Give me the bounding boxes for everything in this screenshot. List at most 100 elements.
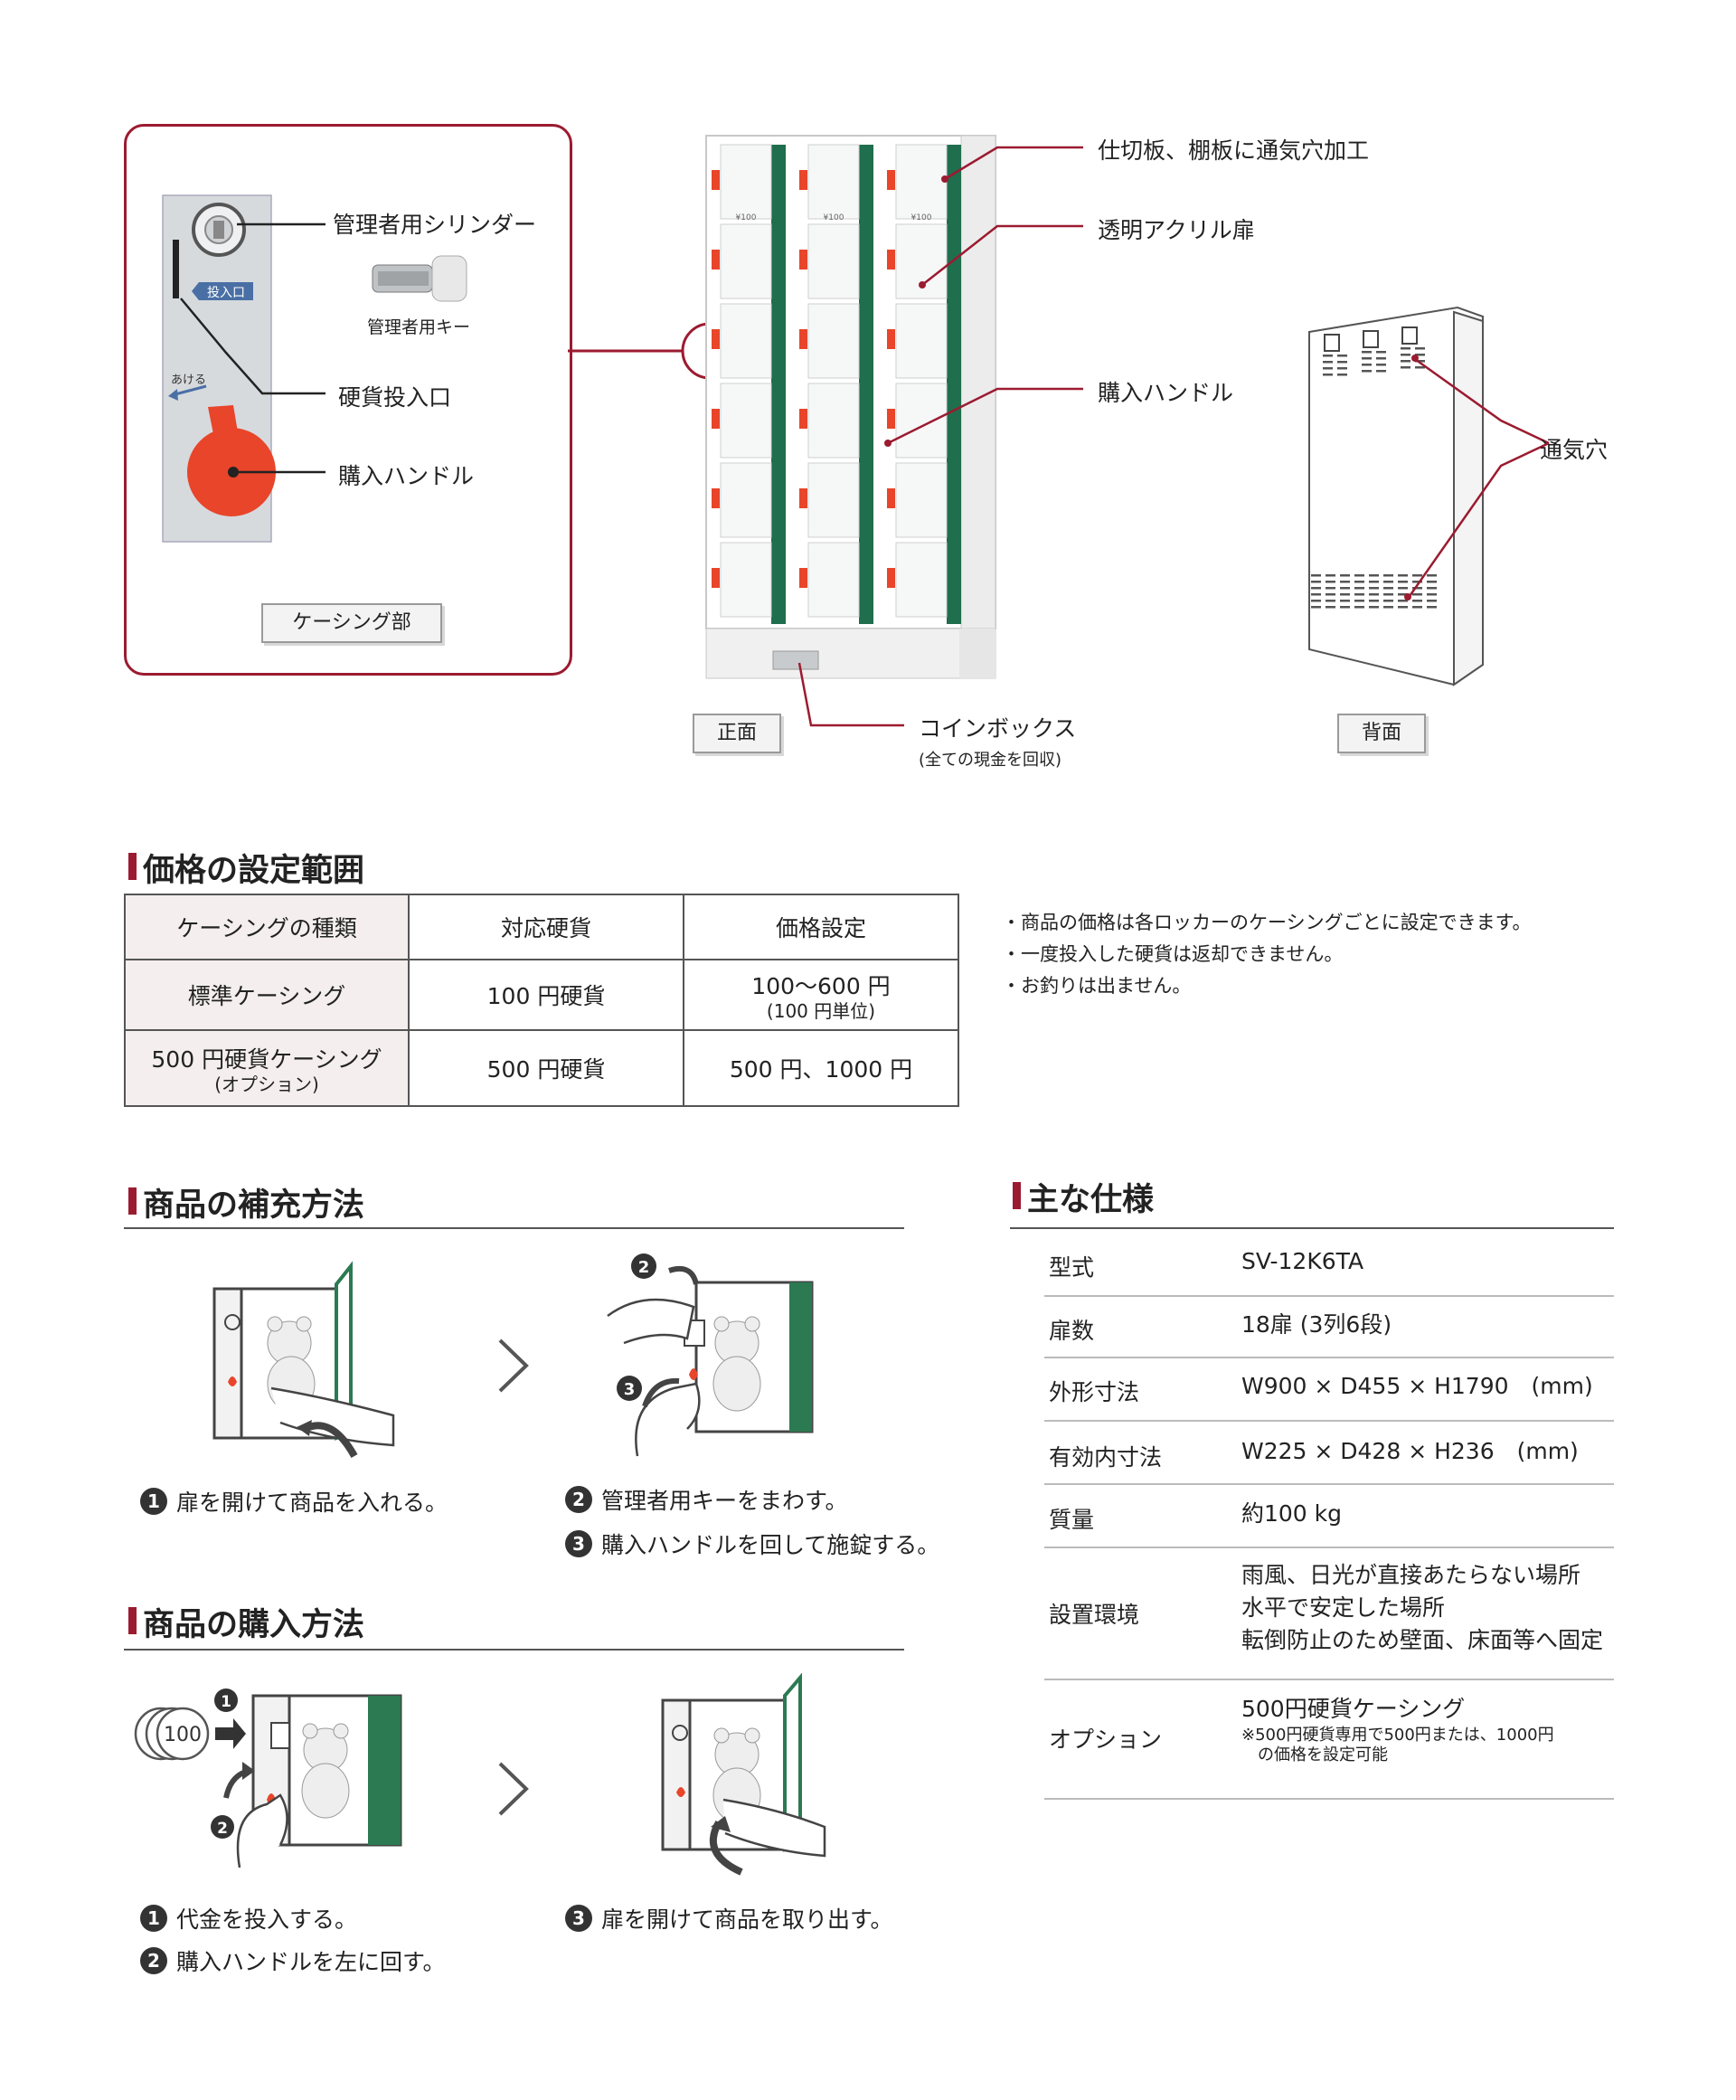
vent-slot [1383,606,1393,609]
casing-detail-frame [124,124,572,676]
locker-handle-icon [887,250,895,270]
price-note: ・一度投入した硬貨は返却できません。 [1002,943,1344,965]
vent-slot [1311,600,1321,602]
vent-slot [1427,581,1437,583]
locker-compartment [720,383,772,459]
locker-compartment [895,303,948,379]
vent-slot [1323,361,1333,364]
price-row-type: 標準ケーシング [124,959,410,1031]
locker-compartment [720,462,772,538]
locker-compartment [807,462,860,538]
price-note: ・お釣りは出ません。 [1002,975,1192,997]
locker-handle-icon [799,170,807,190]
vent-slot [1311,593,1321,596]
vent-slot [1326,587,1335,590]
vent-slot [1369,600,1379,602]
vent-slot [1326,593,1335,596]
svg-text:3: 3 [624,1380,636,1399]
vent-slot [1340,581,1350,583]
vent-slot [1376,364,1386,366]
vent-slot [1354,606,1364,609]
locker-handle-icon [887,170,895,190]
admin-key-icon [372,255,467,302]
spec-row-option: オプション 500円硬貨ケーシング ※500円硬貨専用で500円または、1000… [1044,1680,1614,1800]
vent-slot [1412,581,1422,583]
vent-slot [1337,355,1347,357]
vent-slot [1398,600,1408,602]
svg-text:1: 1 [221,1693,231,1711]
vent-slot [1311,606,1321,609]
price-header-coin: 対応硬貨 [408,894,684,960]
price-section-title: 価格の設定範囲 [127,845,364,891]
locker-compartment [720,223,772,299]
locker-handle-icon [712,488,720,508]
door-label: 透明アクリル扉 [1098,217,1255,243]
vent-slot [1311,581,1321,583]
purchase-illustrations: 100 1 2 [134,1672,826,1876]
vent-slot [1412,574,1422,577]
locker-handle-icon [887,329,895,349]
front-handle-label: 購入ハンドル [1098,380,1234,406]
vent-slot [1383,581,1393,583]
vent-slot [1362,351,1372,354]
spec-rule [1010,1227,1614,1229]
vent-slot [1412,606,1422,609]
coin-slot-icon [173,240,179,298]
locker-compartment [807,223,860,299]
panel-slot-text: 投入口 [207,286,245,300]
vent-label: 通気穴 [1540,437,1609,463]
svg-text:2: 2 [638,1258,650,1277]
locker-handle-icon [799,329,807,349]
locker-handle-icon [799,568,807,588]
refill-illustrations: 2 3 [212,1253,814,1458]
locker-handle-icon [887,409,895,429]
vent-slot [1362,357,1372,360]
vent-slot [1369,581,1379,583]
vent-slot [1340,574,1350,577]
vent-slot [1311,574,1321,577]
vent-slot [1369,574,1379,577]
locker-price-tag: ¥100 [824,213,844,222]
price-table: ケーシングの種類 対応硬貨 価格設定 標準ケーシング 100 円硬貨 100〜6… [124,894,959,1107]
locker-back-view [1308,306,1484,686]
locker-compartment [807,303,860,379]
vent-slot [1398,587,1408,590]
vent-slot [1376,370,1386,373]
price-header-price: 価格設定 [683,894,959,960]
step-3-marker-icon [617,1376,642,1401]
locker-handle-icon [712,170,720,190]
locker-compartment [895,144,948,220]
vent-slot [1376,357,1386,360]
locker-handle-icon [712,568,720,588]
vent-slot [1326,606,1335,609]
vent-slot [1337,361,1347,364]
price-row-price: 100〜600 円(100 円単位) [683,959,959,1031]
locker-compartment [895,542,948,618]
vent-slot [1401,360,1410,363]
spec-row-environment: 設置環境 雨風、日光が直接あたらない場所 水平で安定した場所 転倒防止のため壁面… [1044,1548,1614,1680]
front-tag: 正面 [693,714,781,753]
coinbox-label: コインボックス [919,715,1077,742]
vent-slot [1383,593,1393,596]
vent-slot [1415,354,1425,356]
vent-slot [1340,593,1350,596]
vent-slot [1369,593,1379,596]
locker-handle-icon [712,329,720,349]
coin-value: 100 [164,1724,202,1746]
casing-diagram: ¥100¥100¥100 [162,135,1550,727]
spec-row-outer-dim: 外形寸法 W900 × D455 × H1790 (mm) [1044,1358,1614,1422]
vent-slot [1383,587,1393,590]
locker-compartment [895,383,948,459]
locker-handle-icon [712,409,720,429]
price-note: ・商品の価格は各ロッカーのケーシングごとに設定できます。 [1002,912,1532,933]
locker-handle-icon [799,488,807,508]
key-label: 管理者用キー [367,317,471,337]
locker-compartment [807,144,860,220]
vent-slot [1362,364,1372,366]
vent-slot [1323,374,1333,376]
locker-compartment [720,303,772,379]
